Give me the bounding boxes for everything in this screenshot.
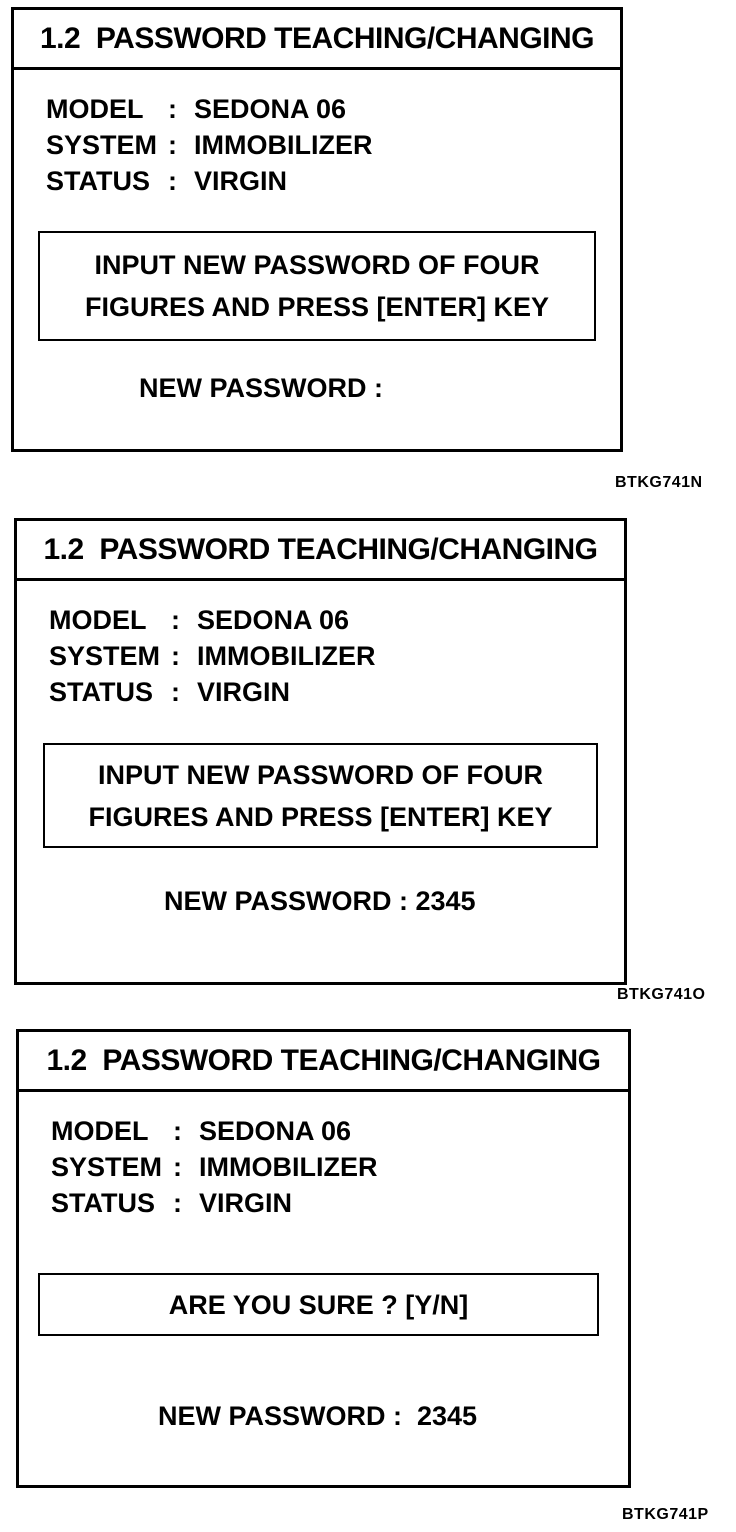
- scan-tool-screen-2: 1.2 PASSWORD TEACHING/CHANGING MODEL : S…: [14, 518, 627, 985]
- info-colon: :: [173, 1116, 182, 1146]
- message-line: ARE YOU SURE ? [Y/N]: [168, 1289, 469, 1320]
- message-box: ARE YOU SURE ? [Y/N]: [38, 1273, 599, 1336]
- info-value: SEDONA 06: [197, 605, 350, 635]
- info-value: VIRGIN: [199, 1188, 293, 1218]
- info-colon: :: [168, 130, 177, 160]
- info-label: SYSTEM: [51, 1152, 163, 1182]
- new-password-line: NEW PASSWORD :: [139, 373, 383, 403]
- info-value: SEDONA 06: [199, 1116, 352, 1146]
- screen-title: 1.2 PASSWORD TEACHING/CHANGING: [43, 532, 599, 566]
- message-line: INPUT NEW PASSWORD OF FOUR: [94, 250, 540, 280]
- message-box: INPUT NEW PASSWORD OF FOUR FIGURES AND P…: [38, 231, 596, 341]
- info-row-model: MODEL : SEDONA 06: [49, 602, 375, 638]
- info-value: IMMOBILIZER: [197, 641, 376, 671]
- info-row-status: STATUS : VIRGIN: [46, 163, 372, 199]
- message-line: FIGURES AND PRESS [ENTER] KEY: [84, 292, 550, 322]
- message-line: FIGURES AND PRESS [ENTER] KEY: [88, 801, 553, 832]
- figure-code-caption: BTKG741O: [617, 986, 706, 1003]
- screen-title-bar: 1.2 PASSWORD TEACHING/CHANGING: [14, 10, 620, 70]
- screen-title: 1.2 PASSWORD TEACHING/CHANGING: [40, 21, 595, 55]
- figure-code-caption: BTKG741P: [622, 1506, 709, 1523]
- vehicle-info: MODEL : SEDONA 06 SYSTEM : IMMOBILIZER S…: [49, 602, 375, 710]
- info-colon: :: [168, 94, 177, 124]
- info-colon: :: [171, 641, 180, 671]
- info-row-model: MODEL : SEDONA 06: [51, 1113, 377, 1149]
- figure-code-caption: BTKG741N: [615, 474, 703, 491]
- info-value: VIRGIN: [197, 677, 291, 707]
- info-label: STATUS: [51, 1188, 155, 1218]
- scan-tool-screen-3: 1.2 PASSWORD TEACHING/CHANGING MODEL : S…: [16, 1029, 631, 1488]
- scan-tool-screen-1: 1.2 PASSWORD TEACHING/CHANGING MODEL : S…: [11, 7, 623, 452]
- info-value: VIRGIN: [194, 166, 288, 196]
- info-colon: :: [168, 166, 177, 196]
- info-label: STATUS: [49, 677, 153, 707]
- message-line: INPUT NEW PASSWORD OF FOUR: [98, 759, 543, 790]
- info-row-system: SYSTEM : IMMOBILIZER: [46, 127, 372, 163]
- screen-title-bar: 1.2 PASSWORD TEACHING/CHANGING: [17, 521, 624, 581]
- vehicle-info: MODEL : SEDONA 06 SYSTEM : IMMOBILIZER S…: [46, 91, 372, 199]
- info-label: MODEL: [51, 1116, 149, 1146]
- info-row-system: SYSTEM : IMMOBILIZER: [51, 1149, 377, 1185]
- info-label: SYSTEM: [49, 641, 161, 671]
- info-label: MODEL: [46, 94, 144, 124]
- screen-title-bar: 1.2 PASSWORD TEACHING/CHANGING: [19, 1032, 628, 1092]
- vehicle-info: MODEL : SEDONA 06 SYSTEM : IMMOBILIZER S…: [51, 1113, 377, 1221]
- info-colon: :: [171, 677, 180, 707]
- message-box: INPUT NEW PASSWORD OF FOUR FIGURES AND P…: [43, 743, 598, 848]
- info-value: IMMOBILIZER: [194, 130, 373, 160]
- new-password-line: NEW PASSWORD : 2345: [158, 1401, 478, 1431]
- info-label: MODEL: [49, 605, 147, 635]
- info-value: IMMOBILIZER: [199, 1152, 378, 1182]
- info-colon: :: [173, 1188, 182, 1218]
- info-colon: :: [171, 605, 180, 635]
- info-row-model: MODEL : SEDONA 06: [46, 91, 372, 127]
- info-label: STATUS: [46, 166, 150, 196]
- info-row-status: STATUS : VIRGIN: [51, 1185, 377, 1221]
- screen-title: 1.2 PASSWORD TEACHING/CHANGING: [46, 1043, 602, 1077]
- info-row-status: STATUS : VIRGIN: [49, 674, 375, 710]
- new-password-line: NEW PASSWORD : 2345: [164, 886, 476, 916]
- info-row-system: SYSTEM : IMMOBILIZER: [49, 638, 375, 674]
- info-label: SYSTEM: [46, 130, 158, 160]
- info-colon: :: [173, 1152, 182, 1182]
- info-value: SEDONA 06: [194, 94, 347, 124]
